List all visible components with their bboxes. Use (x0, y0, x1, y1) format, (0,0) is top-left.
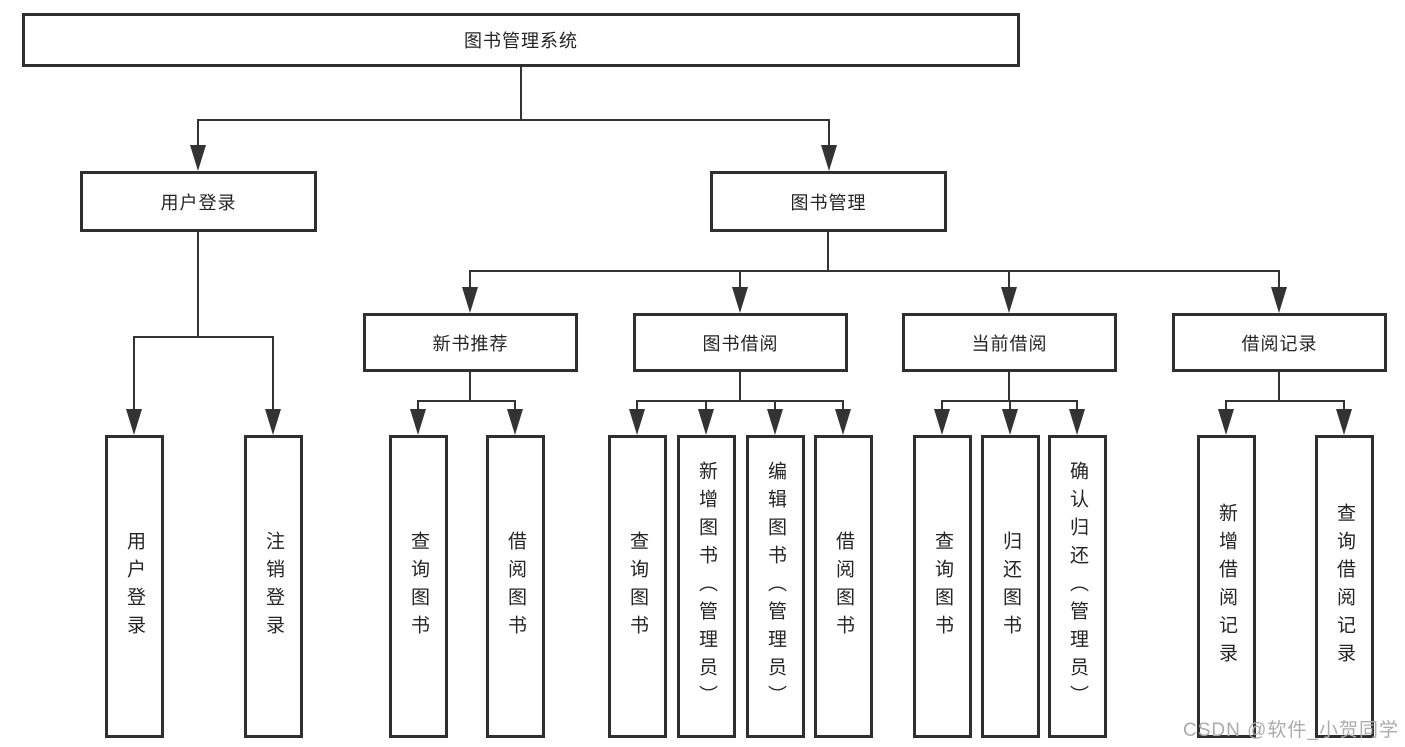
connector-level2-rail (197, 119, 830, 121)
leaf-nb-borrow-books-label: 借阅图书 (505, 530, 526, 643)
connector-user-login-stem (197, 232, 199, 338)
leaf-br-add-record: 新增借阅记录 (1197, 435, 1256, 738)
leaf-bb-add-books-admin: 新增图书（管理员） (677, 435, 736, 738)
connector-current-borrow-stem (1008, 372, 1010, 402)
leaf-cb-return-books: 归还图书 (981, 435, 1040, 738)
arrowhead-nb-borrow (507, 409, 523, 435)
node-user-login: 用户登录 (80, 171, 317, 232)
connector-drop-login-leaf (133, 336, 135, 414)
leaf-bb-add-books-admin-label: 新增图书（管理员） (696, 460, 717, 713)
connector-drop-cb-query (941, 400, 943, 415)
leaf-bb-borrow-books: 借阅图书 (814, 435, 873, 738)
connector-drop-cb-confirm (1076, 400, 1078, 415)
connector-drop-nb-borrow (514, 400, 516, 415)
arrowhead-bb-add (698, 409, 714, 435)
connector-drop-br-add (1225, 400, 1227, 415)
connector-drop-book-mgmt (828, 119, 830, 151)
node-book-management-label: 图书管理 (790, 192, 867, 213)
arrowhead-bb-query (629, 409, 645, 435)
leaf-bb-query-books-label: 查询图书 (627, 530, 648, 643)
connector-new-books-stem (469, 372, 471, 402)
node-root: 图书管理系统 (22, 13, 1020, 67)
leaf-br-query-record-label: 查询借阅记录 (1334, 502, 1355, 671)
leaf-cb-confirm-return-admin-label: 确认归还（管理员） (1067, 460, 1088, 713)
leaf-logout-label: 注销登录 (263, 530, 284, 643)
arrowhead-cb-return (1002, 409, 1018, 435)
leaf-bb-query-books: 查询图书 (608, 435, 667, 738)
connector-root-stem (520, 67, 522, 120)
connector-drop-nb-query (417, 400, 419, 415)
leaf-cb-query-books-label: 查询图书 (932, 530, 953, 643)
leaf-br-add-record-label: 新增借阅记录 (1216, 502, 1237, 671)
arrowhead-new-books (462, 287, 478, 313)
node-current-borrowing-label: 当前借阅 (971, 333, 1048, 354)
leaf-bb-edit-books-admin: 编辑图书（管理员） (746, 435, 805, 738)
arrowhead-bb-edit (767, 409, 783, 435)
arrowhead-login-leaf (126, 409, 142, 435)
connector-drop-new-books (469, 270, 471, 294)
leaf-nb-borrow-books: 借阅图书 (486, 435, 545, 738)
connector-level3-rail (470, 270, 1280, 272)
leaf-nb-query-books: 查询图书 (389, 435, 448, 738)
leaf-bb-edit-books-admin-label: 编辑图书（管理员） (765, 460, 786, 713)
arrowhead-bb-borrow (835, 409, 851, 435)
connector-borrow-records-rail (1226, 400, 1345, 402)
arrowhead-br-query (1336, 409, 1352, 435)
connector-book-borrow-rail (637, 400, 844, 402)
connector-drop-bb-add (705, 400, 707, 415)
arrowhead-logout-leaf (265, 409, 281, 435)
connector-drop-borrow-records (1278, 270, 1280, 294)
leaf-user-login-label: 用户登录 (124, 530, 145, 643)
arrowhead-nb-query (410, 409, 426, 435)
arrowhead-book-borrow (732, 287, 748, 313)
leaf-br-query-record: 查询借阅记录 (1315, 435, 1374, 738)
leaf-cb-query-books: 查询图书 (913, 435, 972, 738)
connector-book-mgmt-stem (827, 232, 829, 272)
arrowhead-br-add (1218, 409, 1234, 435)
connector-user-login-rail (134, 336, 274, 338)
connector-drop-logout-leaf (272, 336, 274, 414)
leaf-bb-borrow-books-label: 借阅图书 (833, 530, 854, 643)
arrowhead-borrow-records (1271, 287, 1287, 313)
connector-book-borrow-stem (739, 372, 741, 402)
node-book-borrowing: 图书借阅 (633, 313, 848, 372)
arrowhead-user-login (190, 145, 206, 171)
connector-drop-book-borrow (739, 270, 741, 294)
node-book-borrowing-label: 图书借阅 (702, 333, 779, 354)
connector-drop-user-login (197, 119, 199, 151)
node-user-login-label: 用户登录 (160, 192, 237, 213)
arrowhead-current-borrow (1001, 287, 1017, 313)
connector-drop-cb-return (1009, 400, 1011, 415)
csdn-watermark: CSDN @软件_小贺同学 (1183, 720, 1399, 741)
leaf-nb-query-books-label: 查询图书 (408, 530, 429, 643)
arrowhead-cb-confirm (1069, 409, 1085, 435)
node-new-book-recommend: 新书推荐 (363, 313, 578, 372)
leaf-logout: 注销登录 (244, 435, 303, 738)
connector-drop-br-query (1343, 400, 1345, 415)
node-new-book-recommend-label: 新书推荐 (432, 333, 509, 354)
connector-drop-current-borrow (1008, 270, 1010, 294)
arrowhead-book-mgmt (821, 145, 837, 171)
connector-new-books-rail (418, 400, 516, 402)
connector-drop-bb-edit (774, 400, 776, 415)
node-current-borrowing: 当前借阅 (902, 313, 1117, 372)
connector-borrow-records-stem (1278, 372, 1280, 402)
arrowhead-cb-query (934, 409, 950, 435)
connector-drop-bb-query (636, 400, 638, 415)
leaf-user-login: 用户登录 (105, 435, 164, 738)
node-root-label: 图书管理系统 (464, 31, 578, 51)
leaf-cb-confirm-return-admin: 确认归还（管理员） (1048, 435, 1107, 738)
node-book-management: 图书管理 (710, 171, 947, 232)
node-borrowing-records-label: 借阅记录 (1241, 333, 1318, 354)
connector-drop-bb-borrow (842, 400, 844, 415)
leaf-cb-return-books-label: 归还图书 (1000, 530, 1021, 643)
node-borrowing-records: 借阅记录 (1172, 313, 1387, 372)
